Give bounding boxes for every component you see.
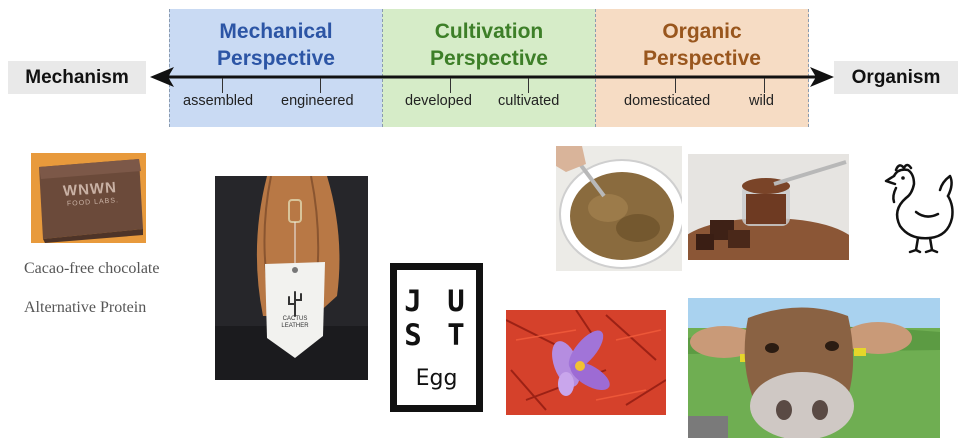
tick-domesticated: [675, 78, 676, 93]
cactus-leather-bag-photo: CACTUS LEATHER: [215, 176, 368, 380]
label-engineered: engineered: [281, 93, 354, 109]
tick-cultivated: [528, 78, 529, 93]
just-egg-logo: J U S T Egg: [390, 263, 483, 412]
label-domesticated: domesticated: [624, 93, 710, 109]
lentil-bowl-drawing: [556, 146, 682, 271]
bag-tag-line2: LEATHER: [270, 323, 320, 330]
saffron-drawing: [506, 310, 666, 415]
cocoa-powder-photo: [688, 154, 849, 260]
chicken-icon: [876, 160, 958, 256]
bag-tag-line1: CACTUS: [270, 316, 320, 323]
lentil-bowl-photo: [556, 146, 682, 271]
label-wild: wild: [749, 93, 774, 109]
just-egg-logo-inner: J U S T Egg: [397, 270, 476, 405]
cow-drawing: [688, 298, 940, 438]
label-cultivated: cultivated: [498, 93, 559, 109]
chocolate-box-photo: WNWN FOOD LABS.: [31, 153, 146, 243]
bag-tag-text: CACTUS LEATHER: [270, 316, 320, 330]
tick-engineered: [320, 78, 321, 93]
tick-assembled: [222, 78, 223, 93]
cactus-icon: [283, 288, 307, 318]
just-egg-row2: S T: [397, 318, 476, 352]
end-label-organism: Organism: [834, 61, 958, 94]
end-label-mechanism: Mechanism: [8, 61, 146, 94]
caption-alternative-protein: Alternative Protein: [24, 299, 146, 317]
bag-drawing: [215, 176, 368, 380]
label-assembled: assembled: [183, 93, 253, 109]
just-egg-row1: J U: [397, 284, 476, 318]
saffron-photo: [506, 310, 666, 415]
caption-cacao-free-chocolate: Cacao-free chocolate: [24, 260, 159, 278]
cocoa-powder-drawing: [688, 154, 849, 260]
label-developed: developed: [405, 93, 472, 109]
tick-wild: [764, 78, 765, 93]
cow-photo: [688, 298, 940, 438]
tick-developed: [450, 78, 451, 93]
just-egg-word: Egg: [397, 366, 476, 391]
